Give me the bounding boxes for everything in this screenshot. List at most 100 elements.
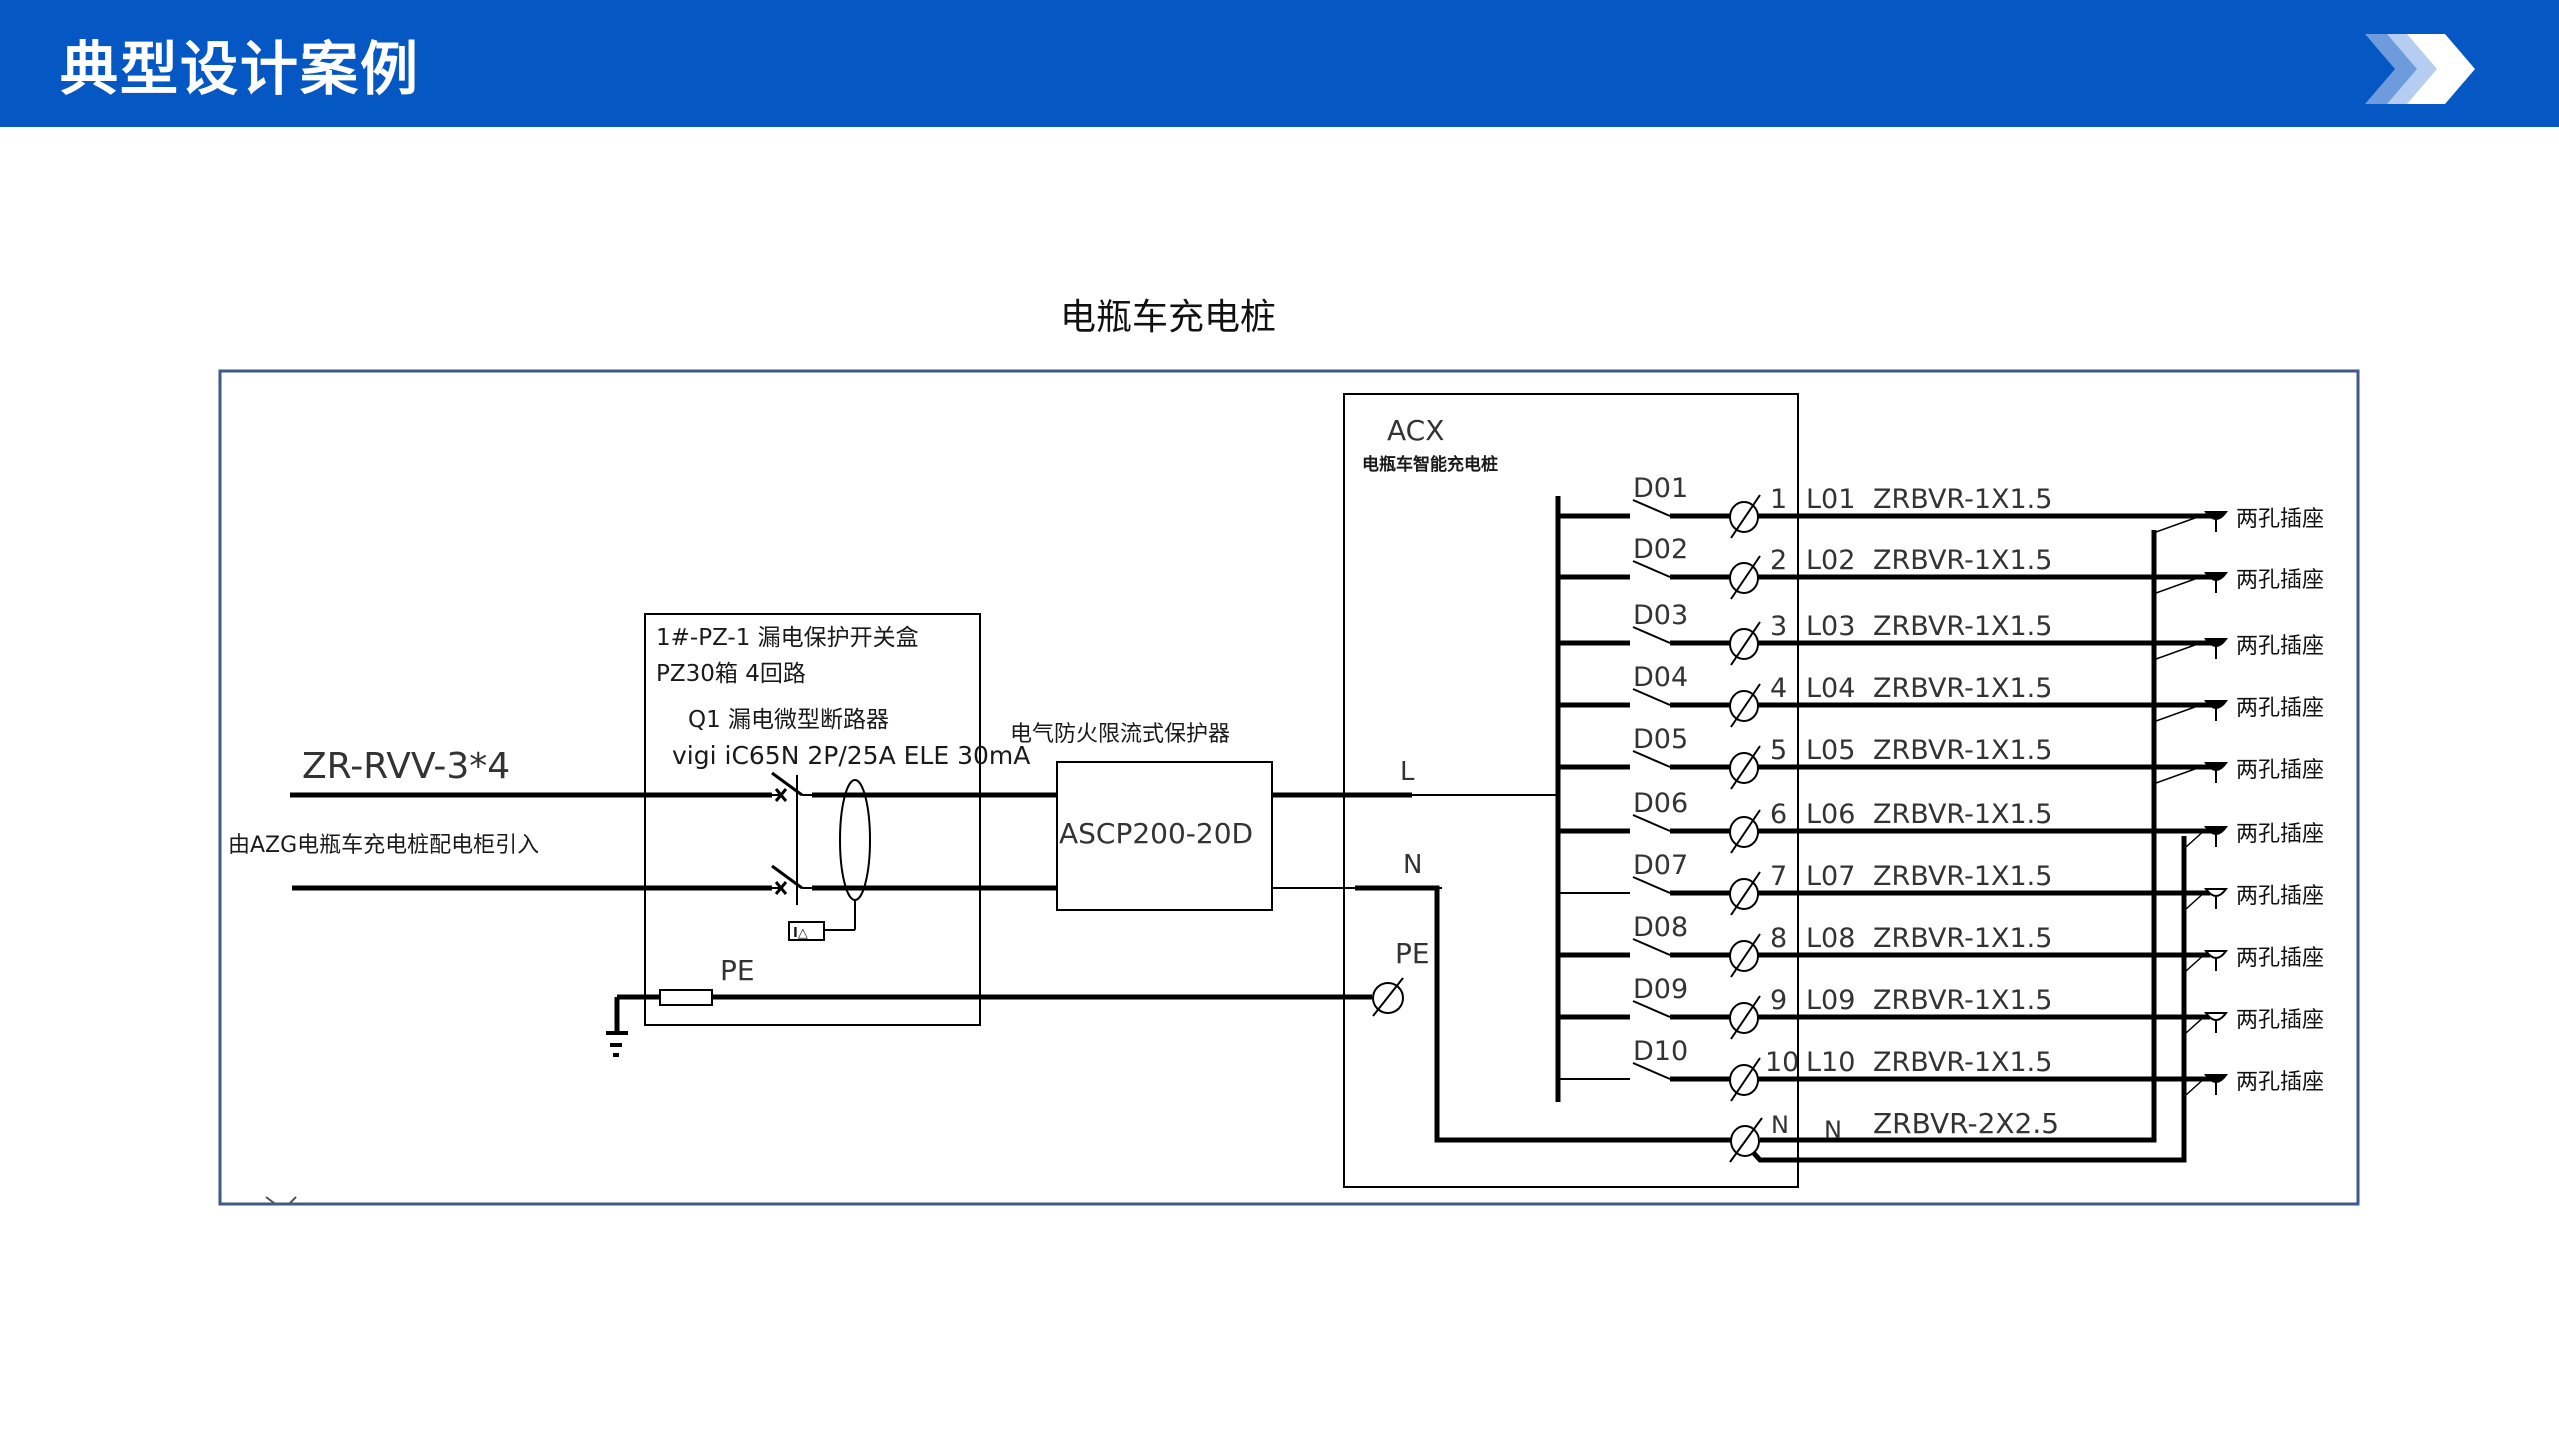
contact-switch-icon [1632, 1000, 1671, 1018]
socket-icon [2204, 511, 2228, 532]
pe-bar-label: PE [720, 954, 755, 987]
terminal-number: 2 [1770, 545, 1787, 576]
neutral-cable-label: ZRBVR-2X2.5 [1873, 1107, 2059, 1140]
socket-icon [2204, 762, 2228, 783]
output-circuit-row: D03 3 L03 ZRBVR-1X1.5 两孔插座 [1558, 600, 2324, 666]
circuit-label: L05 [1806, 735, 1855, 766]
incoming-cable-label: ZR-RVV-3*4 [302, 746, 510, 787]
socket-link [2185, 1014, 2207, 1034]
socket-label: 两孔插座 [2236, 822, 2324, 847]
socket-link [2185, 890, 2207, 910]
circuit-label: L10 [1806, 1047, 1855, 1078]
terminal-icon [1729, 683, 1761, 728]
pe-terminal-strip [659, 989, 713, 1006]
output-circuit-row: D01 1 L01 ZRBVR-1X1.5 两孔插座 [1558, 473, 2324, 539]
socket-label: 两孔插座 [2236, 507, 2324, 532]
terminal-L-label: L [1400, 757, 1415, 787]
switch-label: D03 [1633, 600, 1688, 631]
socket-icon [2204, 572, 2228, 593]
circuit-label: L01 [1806, 484, 1855, 515]
circuit-label: L03 [1806, 611, 1855, 642]
contact-switch-icon [1632, 814, 1671, 832]
socket-link [2155, 764, 2207, 784]
protector-box [1056, 761, 1273, 911]
cable-label: ZRBVR-1X1.5 [1873, 484, 2052, 515]
switch-label: D09 [1633, 974, 1688, 1005]
cable-label: ZRBVR-1X1.5 [1873, 799, 2052, 830]
cable-label: ZRBVR-1X1.5 [1873, 861, 2052, 892]
protector-model: ASCP200-20D [1059, 817, 1253, 850]
cable-label: ZRBVR-1X1.5 [1873, 735, 2052, 766]
residual-current-symbol: I△ [793, 926, 808, 941]
incoming-source-label: 由AZG电瓶车充电桩配电柜引入 [228, 833, 539, 858]
neutral-terminal-label: N [1771, 1111, 1789, 1139]
frame-corner-mark [265, 1196, 297, 1204]
socket-link [2185, 1076, 2207, 1096]
acx-N-line [1355, 885, 1740, 1143]
terminal-icon [1729, 871, 1761, 916]
output-circuit-row: D05 5 L05 ZRBVR-1X1.5 两孔插座 [1558, 724, 2324, 790]
terminal-icon [1729, 621, 1761, 666]
breaker-model: vigi iC65N 2P/25A ELE 30mA [672, 741, 1030, 770]
breaker-switch-icon [771, 771, 1057, 941]
terminal-icon [1729, 1057, 1761, 1102]
circuit-label: L02 [1806, 545, 1855, 576]
terminal-icon [1729, 933, 1761, 978]
terminal-icon [1729, 494, 1761, 539]
contact-switch-icon [1632, 1062, 1671, 1080]
terminal-number: 8 [1770, 923, 1787, 954]
switch-label: D06 [1633, 788, 1688, 819]
contact-switch-icon [1632, 688, 1671, 706]
switch-label: D02 [1633, 534, 1688, 565]
socket-label: 两孔插座 [2236, 634, 2324, 659]
switch-box-spec: PZ30箱 4回路 [656, 661, 806, 687]
terminal-number: 1 [1770, 484, 1787, 515]
chevron-right-double-icon [2365, 34, 2475, 104]
socket-link [2155, 702, 2207, 722]
neutral-return-1 [1760, 530, 2157, 1143]
circuit-label: L04 [1806, 673, 1855, 704]
socket-label: 两孔插座 [2236, 758, 2324, 783]
terminal-icon [1729, 745, 1761, 790]
switch-box-name: 1#-PZ-1 漏电保护开关盒 [656, 625, 919, 651]
switch-label: D01 [1633, 473, 1688, 504]
terminal-PE-label: PE [1395, 937, 1430, 970]
contact-switch-icon [1632, 560, 1671, 578]
cable-label: ZRBVR-1X1.5 [1873, 1047, 2052, 1078]
terminal-number: 3 [1770, 611, 1787, 642]
socket-link [2155, 513, 2207, 533]
contact-switch-icon [1632, 626, 1671, 644]
charger-desc: 电瓶车智能充电桩 [1362, 454, 1498, 475]
terminal-icon [1729, 555, 1761, 600]
switch-label: D05 [1633, 724, 1688, 755]
socket-icon [2204, 638, 2228, 659]
circuit-label: L08 [1806, 923, 1855, 954]
circuit-label: L06 [1806, 799, 1855, 830]
socket-label: 两孔插座 [2236, 946, 2324, 971]
socket-icon [2204, 1074, 2228, 1095]
socket-icon [2204, 888, 2228, 909]
circuit-label: L07 [1806, 861, 1855, 892]
cable-label: ZRBVR-1X1.5 [1873, 985, 2052, 1016]
cable-label: ZRBVR-1X1.5 [1873, 673, 2052, 704]
terminal-number: 9 [1770, 985, 1787, 1016]
circuit-label: L09 [1806, 985, 1855, 1016]
socket-icon [2204, 826, 2228, 847]
contact-switch-icon [1632, 938, 1671, 956]
socket-label: 两孔插座 [2236, 696, 2324, 721]
socket-label: 两孔插座 [2236, 884, 2324, 909]
page-title: 典型设计案例 [60, 35, 421, 103]
diagram-title: 电瓶车充电桩 [1060, 297, 1277, 338]
socket-icon [2204, 950, 2228, 971]
cable-label: ZRBVR-1X1.5 [1873, 611, 2052, 642]
terminal-N-label: N [1403, 850, 1422, 880]
terminal-number: 5 [1770, 735, 1787, 766]
contact-switch-icon [1632, 876, 1671, 894]
